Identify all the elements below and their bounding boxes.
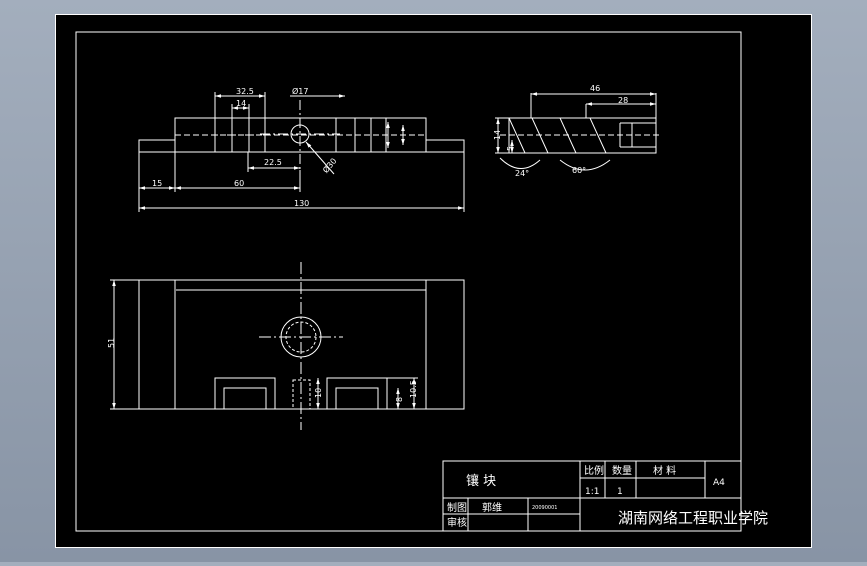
dim-8: 8 (395, 397, 404, 402)
dim-14-side: 14 (493, 130, 502, 140)
title-block (442, 460, 742, 532)
checker-label: 审核 (447, 516, 467, 529)
front-view (110, 262, 465, 430)
scale-label: 比例 (584, 464, 604, 477)
part-name: 镶 块 (466, 473, 496, 489)
dim-phi17: Ø17 (292, 86, 308, 96)
side-view-labels: 46 28 14 5 24° 60° (493, 84, 628, 178)
title-block-text: 镶 块 比例 数量 材 料 A4 1:1 1 制图 郭维 20090001 审核… (447, 464, 768, 529)
quantity-label: 数量 (612, 464, 632, 477)
dim-15: 15 (152, 179, 162, 188)
dim-22-5: 22.5 (264, 158, 282, 167)
top-view (138, 92, 465, 212)
dim-10: 10 (314, 388, 323, 398)
inner-border (75, 31, 742, 532)
outer-border (55, 14, 812, 548)
designer-name: 郭维 (482, 501, 502, 514)
side-view-body (508, 117, 657, 154)
dim-28: 28 (618, 96, 628, 105)
drawing-sheet (55, 14, 812, 548)
side-view (495, 92, 660, 171)
dim-60: 60 (234, 179, 244, 188)
dim-46: 46 (590, 84, 600, 93)
quantity-value: 1 (617, 487, 623, 497)
institution-name: 湖南网络工程职业学院 (618, 509, 768, 527)
sheet-size: A4 (713, 478, 725, 488)
dim-24deg: 24° (515, 169, 529, 178)
dim-32-5: 32.5 (236, 87, 254, 96)
material-label: 材 料 (653, 464, 676, 477)
drawing-number: 20090001 (532, 505, 557, 511)
designer-label: 制图 (447, 501, 467, 514)
dim-51: 51 (107, 338, 116, 348)
dim-14: 14 (236, 99, 246, 108)
scale-value: 1:1 (585, 487, 599, 497)
dim-10-5: 10.5 (409, 380, 418, 398)
dim-5: 5 (506, 146, 515, 151)
dim-130: 130 (294, 199, 309, 208)
front-view-labels: 51 10 8 10.5 (107, 338, 418, 402)
dim-60deg: 60° (572, 166, 586, 175)
